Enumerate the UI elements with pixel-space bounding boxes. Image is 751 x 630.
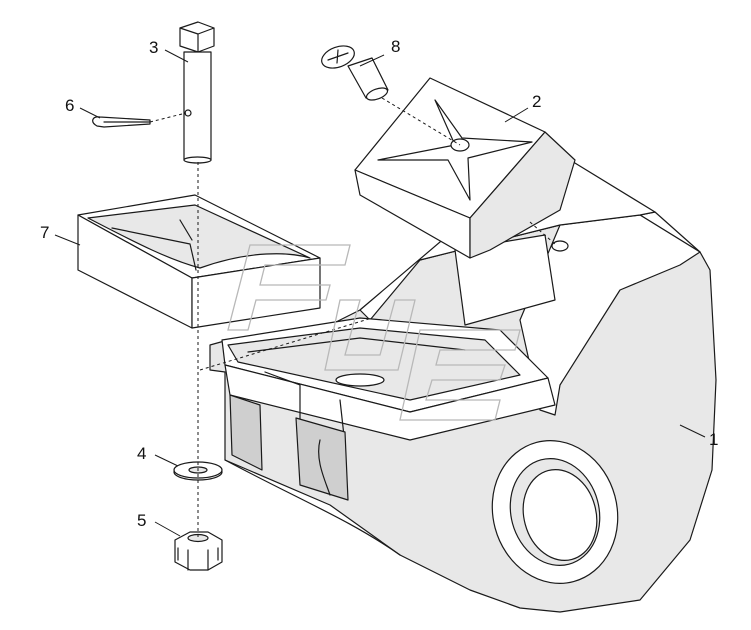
callout-part-4: 4 <box>137 444 146 463</box>
part-2-wedge-block <box>354 77 576 259</box>
part-8-screw <box>321 45 389 101</box>
part-5-castle-nut <box>174 531 223 571</box>
callout-labels: 3 6 7 8 2 1 4 5 <box>40 37 718 530</box>
part-1-bracket-body <box>209 159 717 613</box>
callout-part-5: 5 <box>137 511 146 530</box>
watermark-logo <box>227 244 521 421</box>
callout-part-7: 7 <box>40 223 49 242</box>
assembly-center-lines <box>197 97 557 540</box>
part-3-bolt <box>179 21 215 164</box>
callout-part-3: 3 <box>149 38 158 57</box>
callout-part-2: 2 <box>532 92 541 111</box>
callout-part-6: 6 <box>65 96 74 115</box>
leader-lines <box>54 49 706 537</box>
part-7-saddle-block <box>77 194 321 329</box>
callout-part-1: 1 <box>709 430 718 449</box>
part-6-cotter-pin <box>92 112 187 128</box>
callout-part-8: 8 <box>391 37 400 56</box>
